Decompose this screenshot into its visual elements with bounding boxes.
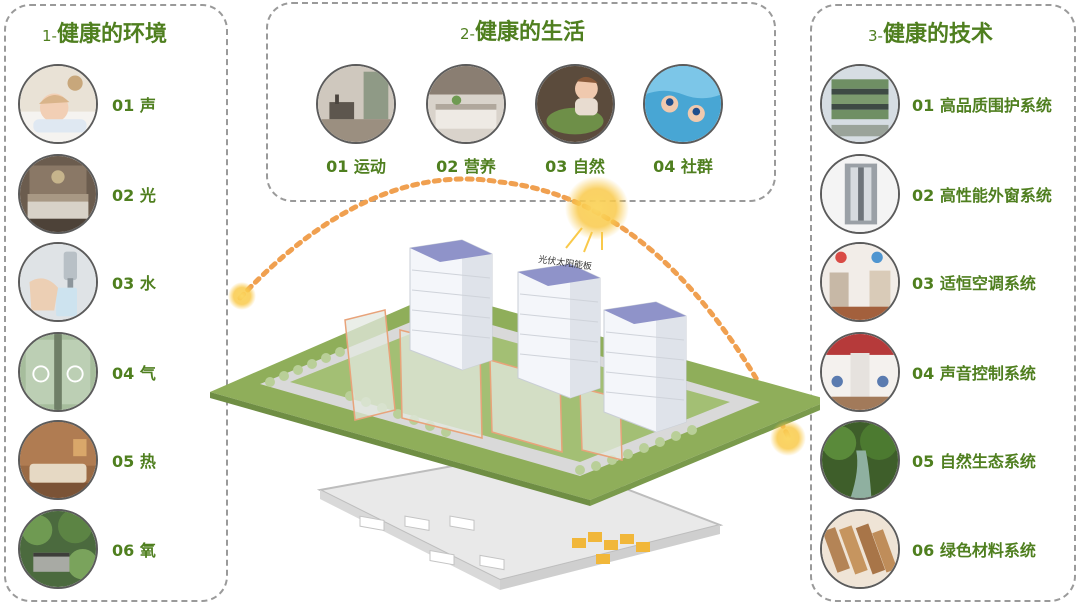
sun-rays — [565, 227, 603, 253]
life-item-nature[interactable]: 03 自然 — [530, 64, 620, 177]
forest-stream-icon — [820, 420, 900, 500]
life-title: 2-健康的生活 — [460, 20, 585, 45]
window-frame-icon — [820, 154, 900, 234]
sunrise-glow-icon — [228, 282, 256, 310]
healthy-environment-panel: 1-健康的环境 01 声 02 光 03 水 04 气 05 热 — [4, 4, 228, 602]
environment-item-water[interactable]: 03 水 — [18, 242, 156, 322]
healthy-technology-panel: 3-健康的技术 01 高品质围护系统 02 高性能外窗系统 03 适恒空调系统 … — [810, 4, 1076, 602]
technology-item-sound[interactable]: 04 声音控制系统 — [820, 332, 1036, 412]
technology-title: 3-健康的技术 — [868, 22, 993, 47]
life-item-nutrition[interactable]: 02 营养 — [421, 64, 511, 177]
building-facade-icon — [820, 64, 900, 144]
sleeping-child-icon — [18, 64, 98, 144]
environment-item-label: 01 声 — [112, 96, 156, 115]
bedroom-light-icon — [18, 154, 98, 234]
environment-item-label: 02 光 — [112, 186, 156, 205]
technology-item-window[interactable]: 02 高性能外窗系统 — [820, 154, 1052, 234]
air-window-icon — [18, 332, 98, 412]
life-item-label: 03 自然 — [545, 157, 605, 176]
environment-item-label: 06 氧 — [112, 541, 156, 560]
sound-control-icon — [820, 332, 900, 412]
building-illustration: 光伏太阳能板 — [210, 176, 830, 590]
sun-icon — [565, 176, 629, 240]
technology-item-label: 01 高品质围护系统 — [912, 96, 1052, 115]
environment-item-label: 03 水 — [112, 274, 156, 293]
air-conditioning-icon — [820, 242, 900, 322]
life-item-community[interactable]: 04 社群 — [638, 64, 728, 177]
life-item-label: 04 社群 — [653, 157, 713, 176]
technology-item-ac[interactable]: 03 适恒空调系统 — [820, 242, 1036, 322]
technology-item-label: 04 声音控制系统 — [912, 364, 1036, 383]
water-glass-icon — [18, 242, 98, 322]
environment-title: 1-健康的环境 — [42, 22, 167, 47]
warm-room-icon — [18, 420, 98, 500]
tower-3 — [603, 301, 687, 433]
life-item-label: 01 运动 — [326, 157, 386, 176]
tower-floor-lines — [411, 269, 685, 401]
environment-item-label: 05 热 — [112, 452, 156, 471]
child-planting-icon — [535, 64, 615, 144]
tower-1 — [409, 239, 493, 371]
environment-item-light[interactable]: 02 光 — [18, 154, 156, 234]
environment-item-label: 04 气 — [112, 364, 156, 383]
sunset-glow-icon — [770, 420, 806, 456]
tower-2 — [517, 263, 601, 399]
basement-level — [316, 450, 724, 590]
wood-material-icon — [820, 509, 900, 589]
technology-item-label: 06 绿色材料系统 — [912, 541, 1036, 560]
healthy-life-panel: 2-健康的生活 01 运动 02 营养 03 自然 04 社群 — [266, 2, 776, 202]
technology-item-ecology[interactable]: 05 自然生态系统 — [820, 420, 1036, 500]
environment-item-air[interactable]: 04 气 — [18, 332, 156, 412]
technology-item-label: 03 适恒空调系统 — [912, 274, 1036, 293]
technology-item-label: 05 自然生态系统 — [912, 452, 1036, 471]
life-item-label: 02 营养 — [436, 157, 496, 176]
technology-item-label: 02 高性能外窗系统 — [912, 186, 1052, 205]
life-item-sport[interactable]: 01 运动 — [311, 64, 401, 177]
garden-oxygen-icon — [18, 509, 98, 589]
kitchen-icon — [426, 64, 506, 144]
sun-path-arc — [237, 176, 793, 443]
technology-item-envelope[interactable]: 01 高品质围护系统 — [820, 64, 1052, 144]
gym-room-icon — [316, 64, 396, 144]
building-scene: 光伏太阳能板 — [200, 170, 830, 605]
swimming-kids-icon — [643, 64, 723, 144]
environment-item-heat[interactable]: 05 热 — [18, 420, 156, 500]
environment-item-sound[interactable]: 01 声 — [18, 64, 156, 144]
technology-item-material[interactable]: 06 绿色材料系统 — [820, 509, 1036, 589]
environment-item-oxygen[interactable]: 06 氧 — [18, 509, 156, 589]
